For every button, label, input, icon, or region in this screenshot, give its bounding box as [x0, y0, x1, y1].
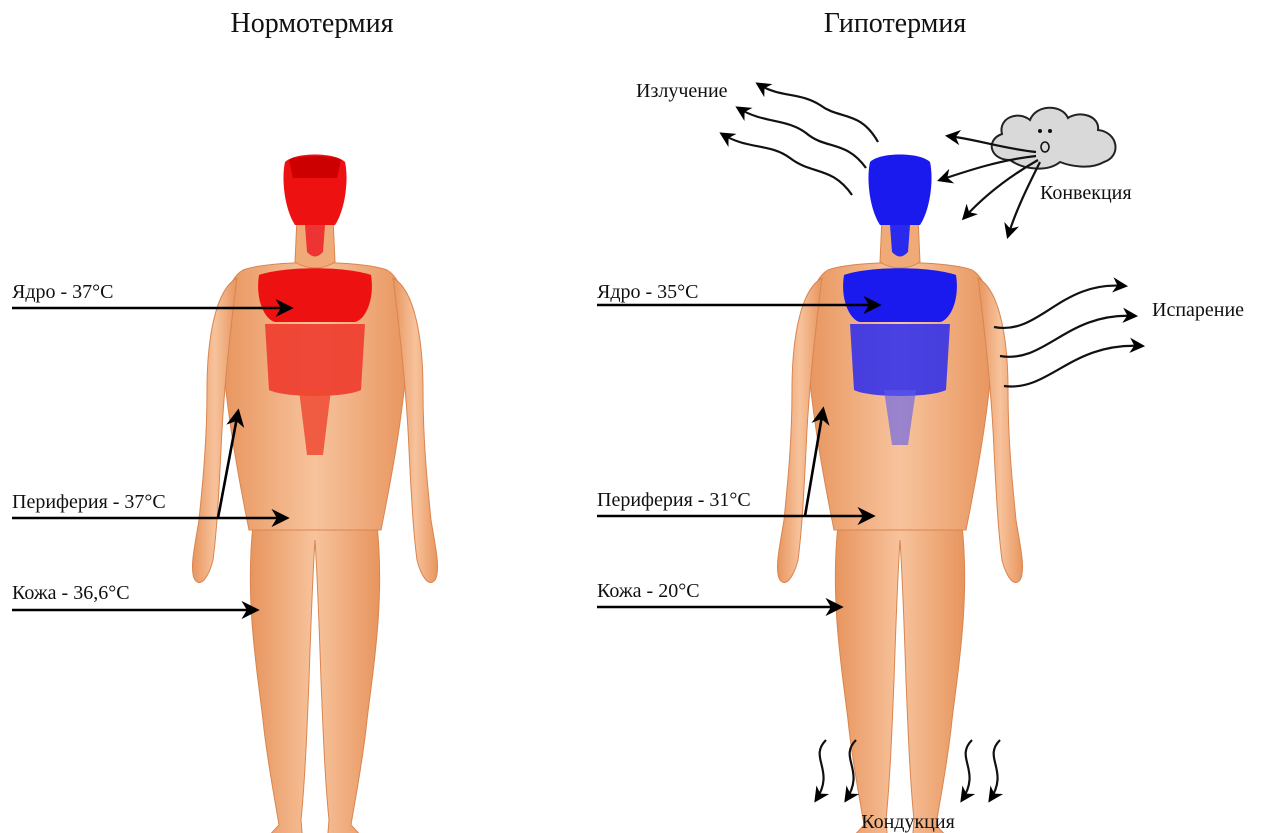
skin-label-normothermia: Кожа - 36,6°C	[12, 582, 130, 604]
radiation-label: Излучение	[636, 80, 728, 102]
convection-arrows	[940, 136, 1040, 236]
hypothermia-title: Гипотермия	[824, 8, 967, 39]
conduction-label: Кондукция	[861, 811, 955, 833]
core-label-normothermia: Ядро - 37°C	[12, 281, 114, 303]
conduction-arrows	[816, 740, 1000, 800]
normothermia-body	[192, 155, 437, 833]
hypothermia-body	[777, 155, 1022, 833]
skin-label-hypothermia: Кожа - 20°C	[597, 580, 700, 602]
radiation-arrows	[722, 84, 878, 195]
normothermia-title: Нормотермия	[231, 8, 394, 39]
evaporation-label: Испарение	[1152, 299, 1244, 321]
core-label-hypothermia: Ядро - 35°C	[597, 281, 699, 303]
convection-label: Конвекция	[1040, 182, 1132, 204]
periphery-label-normothermia: Периферия - 37°C	[12, 491, 166, 513]
periphery-label-hypothermia: Периферия - 31°C	[597, 489, 751, 511]
evaporation-arrows	[994, 286, 1142, 387]
